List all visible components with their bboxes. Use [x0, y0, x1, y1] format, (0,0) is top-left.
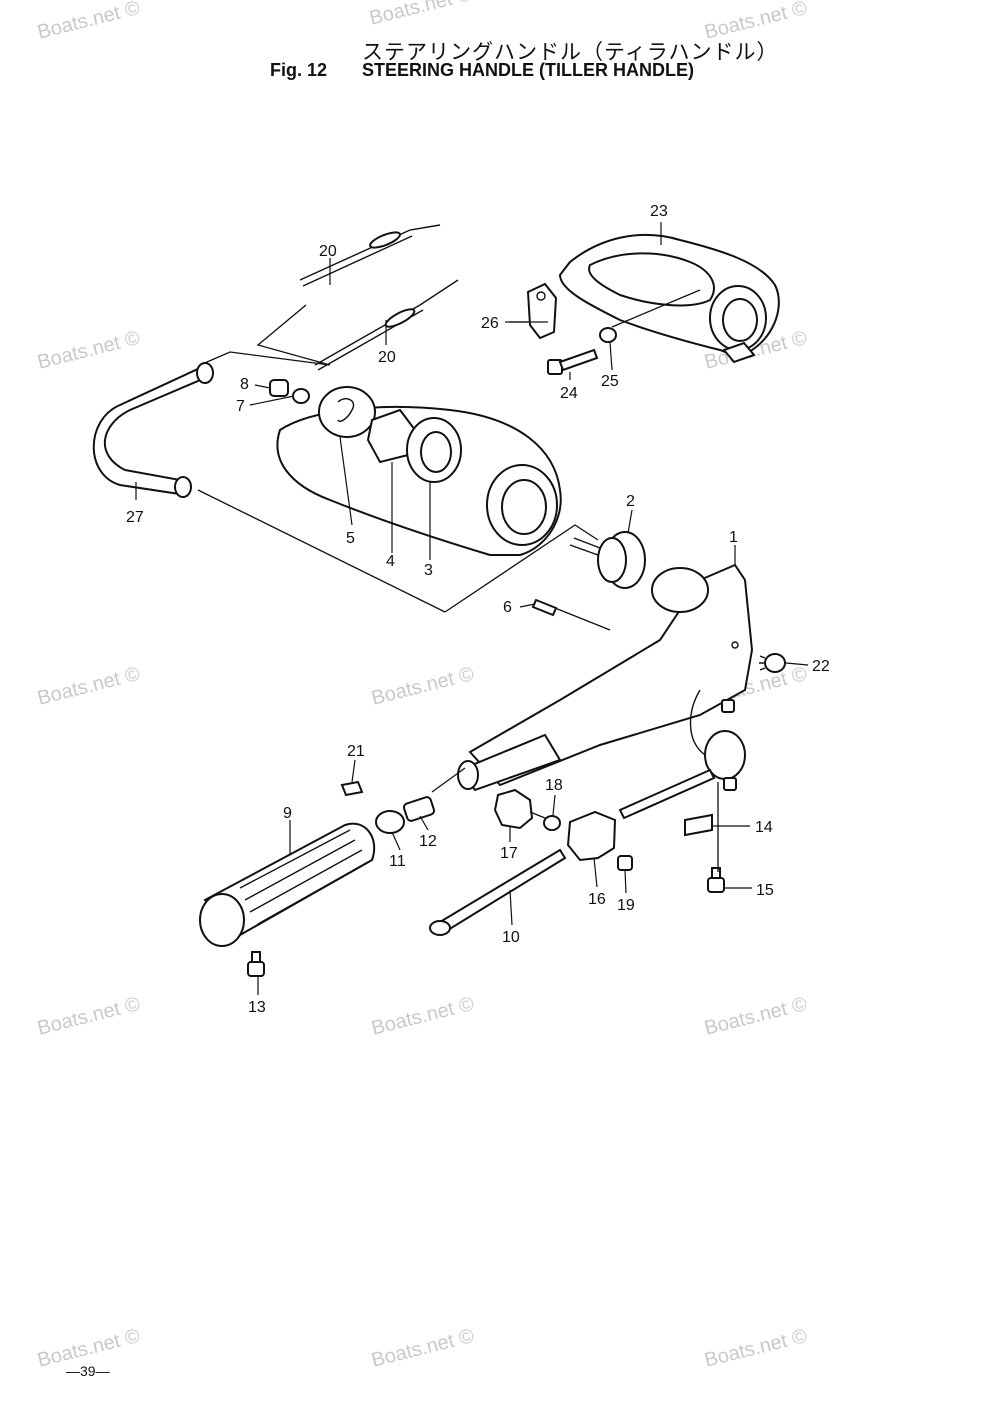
part-21-plate [340, 780, 364, 797]
callout-labels: 20 20 23 26 24 25 8 7 27 5 4 3 2 1 6 22 … [126, 203, 830, 1016]
figure-number: Fig. 12 [270, 60, 328, 80]
part-7-washer [292, 388, 310, 404]
callout-12: 12 [419, 833, 437, 850]
callout-18: 18 [545, 777, 563, 794]
part-22-plug [759, 653, 786, 673]
callout-3: 3 [424, 562, 433, 579]
callout-1: 1 [729, 529, 738, 546]
callout-8: 8 [240, 376, 249, 393]
callout-13: 13 [248, 999, 266, 1016]
part-14-clip [684, 813, 713, 837]
callout-leaders [135, 222, 809, 995]
callout-21: 21 [347, 743, 365, 760]
part-25-washer [599, 327, 617, 343]
part-23-upper-bracket [558, 234, 780, 364]
callout-2: 2 [626, 493, 635, 510]
part-6-pin [531, 598, 558, 617]
callout-15: 15 [756, 882, 774, 899]
part-20-throttle-cable [299, 224, 459, 371]
callout-17: 17 [500, 845, 518, 862]
callout-20: 20 [319, 243, 337, 260]
page-number: —39— [66, 1363, 110, 1379]
part-12-collar [402, 796, 436, 822]
part-9-throttle-grip [199, 822, 376, 947]
figure-title-english: STEERING HANDLE (TILLER HANDLE) [362, 60, 694, 80]
part-26-mount-bracket [526, 282, 558, 340]
part-1-tiller-handle [457, 563, 754, 820]
callout-16: 16 [588, 891, 606, 908]
part-3-ring [406, 417, 462, 483]
part-18-washer [543, 815, 561, 831]
part-16-friction-block [566, 810, 617, 862]
part-10-friction-rod [429, 848, 567, 936]
callout-27: 27 [126, 509, 144, 526]
callout-24: 24 [560, 385, 578, 402]
callout-4: 4 [386, 553, 395, 570]
part-27-tube [92, 362, 214, 498]
part-15-screw [707, 867, 725, 893]
callout-25: 25 [601, 373, 619, 390]
callout-14: 14 [755, 819, 773, 836]
part-24-bolt [547, 348, 599, 375]
assembly-guide-lines [197, 289, 719, 872]
callout-22: 22 [812, 658, 830, 675]
callout-10: 10 [502, 929, 520, 946]
part-17-friction-knob [493, 788, 546, 830]
part-11-sleeve [375, 810, 405, 834]
part-2-grommet [569, 531, 646, 589]
callout-19: 19 [617, 897, 635, 914]
part-19-nut [617, 855, 633, 871]
part-8-nut [269, 379, 289, 397]
callout-6: 6 [503, 599, 512, 616]
callout-23: 23 [650, 203, 668, 220]
part-5-plate [318, 386, 376, 438]
part-bracket-housing [276, 405, 562, 556]
callout-7: 7 [236, 398, 245, 415]
figure-title-japanese: ステアリングハンドル（ティラハンドル） [362, 40, 779, 64]
part-13-screw [247, 951, 265, 977]
callout-11: 11 [389, 853, 406, 870]
callout-9: 9 [283, 805, 292, 822]
callout-26: 26 [481, 315, 499, 332]
callout-20: 20 [378, 349, 396, 366]
callout-5: 5 [346, 530, 355, 547]
